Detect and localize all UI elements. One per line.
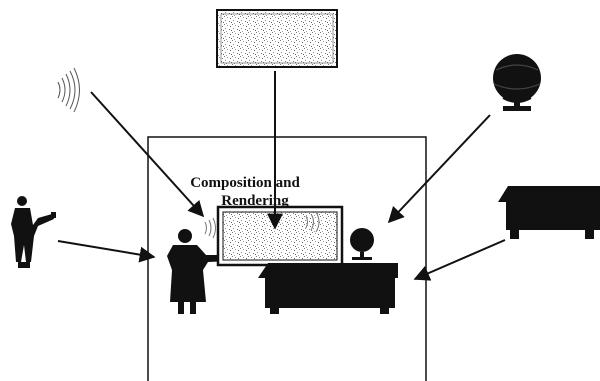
small-desk-icon [258, 263, 398, 314]
globe-icon [493, 54, 541, 111]
noise-image-icon [216, 9, 338, 68]
sound-waves-icon [57, 67, 80, 113]
teacher-person-icon [167, 229, 232, 314]
composition-label-line-2: Rendering [221, 193, 289, 209]
arrow-globe-to-stage [387, 114, 491, 224]
arrow-presenter-to-stage [57, 240, 156, 263]
arrow-sound-to-screen [90, 91, 205, 218]
composed-screen-icon [204, 205, 344, 267]
composition-label-line-1: Composition and [190, 175, 300, 191]
arrow-desk-to-stage [413, 239, 506, 281]
presenter-person-icon [11, 196, 56, 268]
desk-icon [498, 186, 600, 239]
small-globe-icon [350, 228, 374, 260]
